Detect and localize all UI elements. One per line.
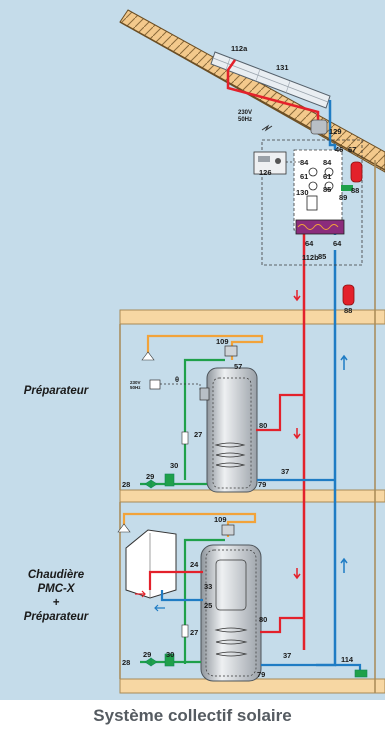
num-lo-114: 114 xyxy=(341,655,354,664)
num-up-80: 80 xyxy=(259,421,268,430)
mini-power-label: 230V 50Hz xyxy=(130,380,141,390)
num-64-left: 64 xyxy=(305,239,314,248)
label-chaudiere-block: Chaudière PMC-X + Préparateur xyxy=(6,568,106,624)
num-lo-27: 27 xyxy=(190,628,199,637)
solar-collector xyxy=(210,51,331,109)
lower-dhw-loop xyxy=(122,512,257,537)
num-lo-30: 30 xyxy=(166,650,175,659)
lower-water-heater xyxy=(200,544,262,682)
num-lo-80: 80 xyxy=(259,615,268,624)
flow-arrows xyxy=(293,290,348,580)
num-up-30: 30 xyxy=(170,461,179,470)
label-plus: + xyxy=(52,597,60,609)
lower-valves xyxy=(117,523,368,678)
collector-drain xyxy=(335,663,362,672)
num-67: 67 xyxy=(348,145,357,154)
num-lo-33: 33 xyxy=(204,582,213,591)
num-85-top: 85 xyxy=(323,185,332,194)
num-131: 131 xyxy=(276,63,289,72)
num-up-109: 109 xyxy=(216,337,229,346)
upper-valves xyxy=(141,345,238,489)
num-lo-109: 109 xyxy=(214,515,227,524)
expansion-vessel-bottom xyxy=(342,284,355,306)
num-up-28: 28 xyxy=(122,480,131,489)
expansion-vessel-top xyxy=(350,161,363,183)
num-88-bottom: 88 xyxy=(344,306,353,315)
boiler-primary-hot xyxy=(148,570,203,590)
num-lo-25: 25 xyxy=(204,601,213,610)
num-up-27: 27 xyxy=(194,430,203,439)
floor-slabs xyxy=(119,160,385,694)
num-lo-28: 28 xyxy=(122,658,131,667)
num-88-top: 88 xyxy=(351,186,360,195)
diagram-caption: Système collectif solaire xyxy=(93,706,292,725)
upper-solar-coil-hot xyxy=(256,393,304,432)
lower-cold-feed xyxy=(183,538,225,664)
num-lo-79: 79 xyxy=(257,670,266,679)
plate-heat-exchanger xyxy=(295,219,345,235)
power-supply-label: 230V 50Hz xyxy=(238,110,253,123)
num-129: 129 xyxy=(329,127,342,136)
num-85-bottom: 85 xyxy=(318,252,327,261)
num-lo-37: 37 xyxy=(283,651,292,660)
num-112b: 112b xyxy=(302,253,319,262)
num-130: 130 xyxy=(296,188,309,197)
label-preparateur: Préparateur xyxy=(23,385,89,397)
num-lo-24: 24 xyxy=(190,560,199,569)
solar-station xyxy=(261,119,363,306)
boiler-primary-return xyxy=(160,590,203,602)
num-84-left: 84 xyxy=(300,158,309,167)
label-pmc-x: PMC-X xyxy=(37,583,75,595)
num-up-37: 37 xyxy=(281,467,290,476)
num-up-29: 29 xyxy=(146,472,155,481)
upper-dhw-loop xyxy=(146,334,264,360)
solar-hot-pipe xyxy=(226,59,320,650)
num-84-right: 84 xyxy=(323,158,332,167)
num-61-left: 61 xyxy=(300,172,309,181)
label-chaudiere: Chaudière xyxy=(27,569,85,581)
solar-regulator xyxy=(253,151,287,175)
upper-mini-panel xyxy=(149,379,201,392)
num-89: 89 xyxy=(339,193,348,202)
num-lo-29: 29 xyxy=(143,650,152,659)
num-up-79: 79 xyxy=(258,480,267,489)
thermostat-symbol: θ xyxy=(175,375,180,384)
label-preparateur-2: Préparateur xyxy=(23,611,89,623)
power-feed-lightning xyxy=(261,124,273,132)
num-126: 126 xyxy=(259,168,272,177)
num-64-right: 64 xyxy=(333,239,342,248)
num-61-right: 61 xyxy=(323,172,332,181)
num-46: 46 xyxy=(335,145,344,154)
upper-water-heater xyxy=(199,367,258,493)
lower-solar-coil-hot xyxy=(260,616,304,634)
num-112a: 112a xyxy=(231,44,248,53)
num-up-57: 57 xyxy=(234,362,243,371)
